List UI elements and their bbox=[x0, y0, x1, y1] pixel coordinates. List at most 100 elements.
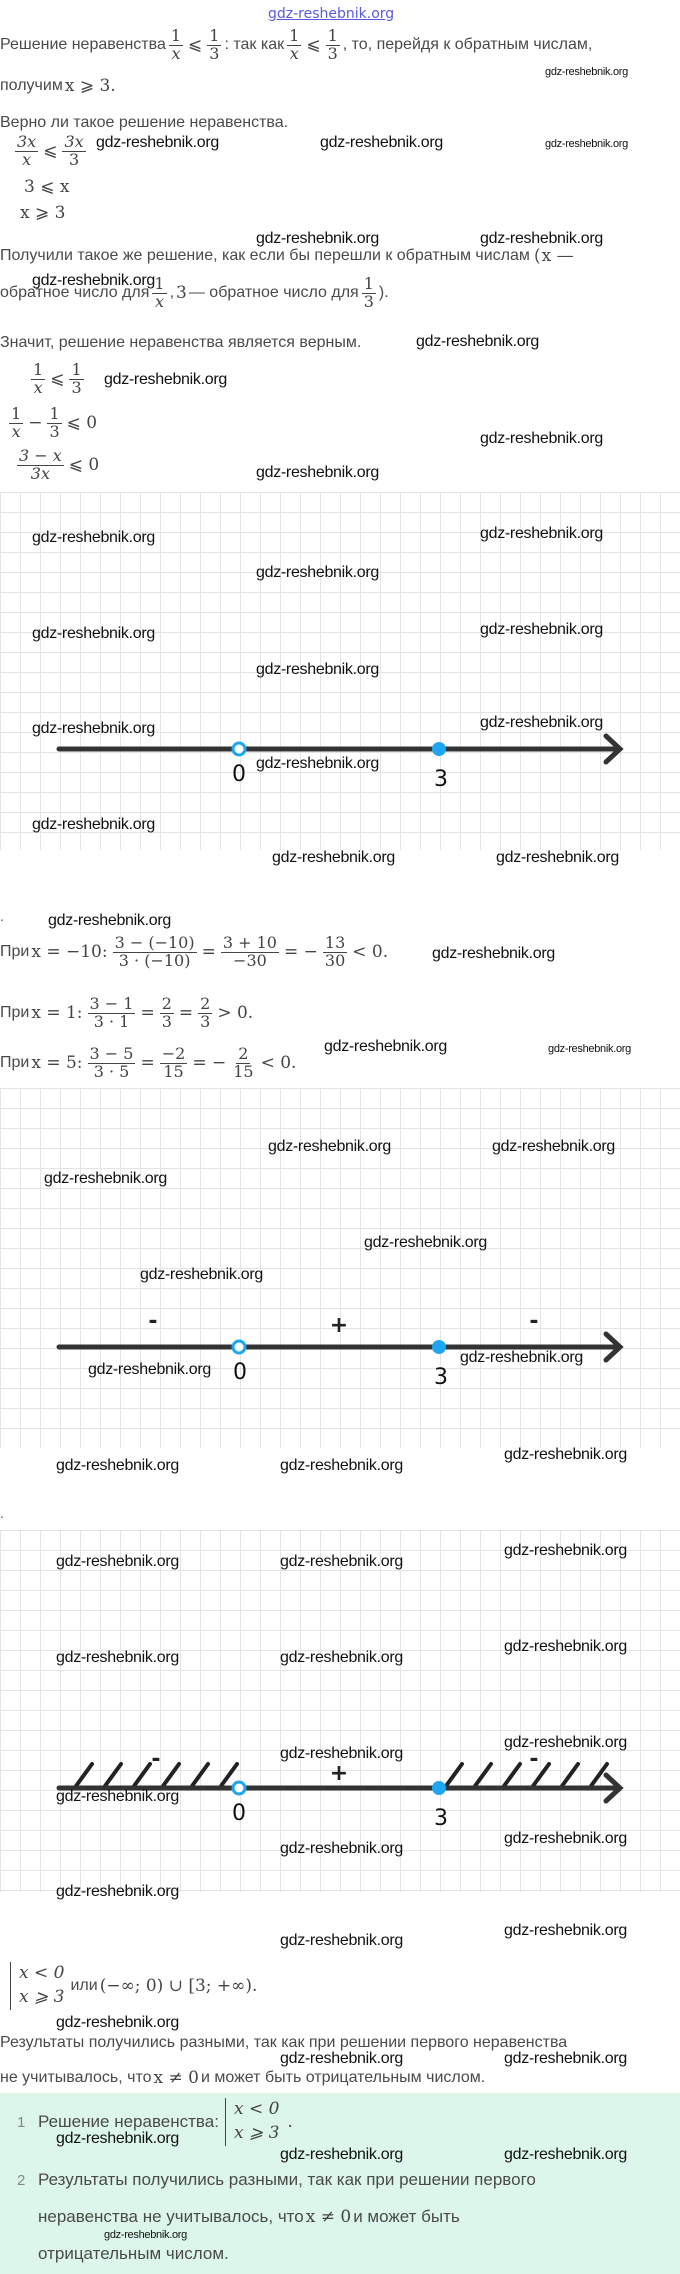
closed-point-3 bbox=[432, 742, 446, 756]
text-run: или bbox=[70, 1976, 98, 1994]
math-run: x = 5: bbox=[31, 1053, 83, 1074]
sign-plus-middle: + bbox=[330, 1313, 348, 1338]
numerator: 3 − 1 bbox=[87, 994, 136, 1014]
watermark: gdz-reshebnik.org bbox=[364, 1234, 487, 1251]
watermark: gdz-reshebnik.org bbox=[56, 1457, 179, 1474]
math-run: ⩽ bbox=[43, 141, 58, 162]
denominator: 3 bbox=[71, 377, 82, 397]
math-run: = bbox=[140, 1053, 155, 1074]
watermark: gdz-reshebnik.org bbox=[256, 564, 379, 581]
watermark: gdz-reshebnik.org bbox=[56, 1649, 179, 1666]
watermark: gdz-reshebnik.org bbox=[280, 1932, 403, 1949]
denominator: x bbox=[33, 377, 43, 397]
site-logo-watermark[interactable]: gdz-reshebnik.org bbox=[268, 6, 395, 22]
summary-item-number: 1 bbox=[17, 2114, 26, 2131]
text-run: При bbox=[0, 1004, 30, 1022]
watermark: gdz-reshebnik.org bbox=[104, 371, 227, 388]
watermark: gdz-reshebnik.org bbox=[480, 525, 603, 542]
text-run: отрицательным числом. bbox=[38, 2244, 229, 2263]
hatch-stroke bbox=[219, 1762, 239, 1788]
math-run: ⩽ 0 bbox=[66, 413, 98, 434]
watermark: gdz-reshebnik.org bbox=[320, 134, 443, 151]
watermark: gdz-reshebnik.org bbox=[280, 1457, 403, 1474]
closed-point-3 bbox=[432, 1781, 446, 1795]
watermark: gdz-reshebnik.org bbox=[32, 816, 155, 833]
closed-point-3 bbox=[432, 1340, 446, 1354]
case-x-geq-3: x ⩾ 3 bbox=[233, 2122, 280, 2143]
paragraph-question: Верно ли такое решение неравенства. bbox=[0, 114, 288, 132]
text-run: , то, перейдя к обратным числам, bbox=[342, 36, 593, 54]
point-label-0: 0 bbox=[232, 1801, 246, 1826]
numerator: 3 − x bbox=[17, 446, 64, 466]
text-run: — обратное число для bbox=[188, 284, 359, 302]
watermark: gdz-reshebnik.org bbox=[504, 1922, 627, 1939]
text-run: При bbox=[0, 1054, 30, 1072]
watermark: gdz-reshebnik.org bbox=[256, 755, 379, 772]
math-run: x — bbox=[541, 246, 574, 266]
case-x-less-0: x < 0 bbox=[19, 1963, 65, 1983]
watermark: gdz-reshebnik.org bbox=[480, 621, 603, 638]
math-run: < 0. bbox=[260, 1053, 297, 1074]
answer-system: x < 0 x ⩾ 3 или (−∞; 0) ∪ [3; +∞). bbox=[4, 1962, 259, 2010]
summary-item-2-line2: неравенства не учитывалось, что x ≠ 0 и … bbox=[38, 2207, 460, 2227]
text-run: При bbox=[0, 943, 30, 961]
denominator: 30 bbox=[324, 950, 346, 970]
math-run: ⩽ bbox=[188, 35, 203, 56]
watermark: gdz-reshebnik.org bbox=[280, 2146, 403, 2163]
point-label-3: 3 bbox=[434, 1806, 448, 1831]
arrow-head-icon bbox=[603, 1331, 624, 1363]
open-point-0 bbox=[231, 1339, 247, 1355]
watermark: gdz-reshebnik.org bbox=[88, 1361, 211, 1378]
watermark: gdz-reshebnik.org bbox=[504, 2050, 627, 2067]
explanation-line2: не учитывалось, что x ≠ 0 и может быть о… bbox=[0, 2068, 485, 2088]
watermark: gdz-reshebnik.org bbox=[56, 1788, 179, 1805]
number-line-figure-3: - + - 0 3 bbox=[0, 1530, 680, 1892]
explanation-line1: Результаты получились разными, так как п… bbox=[0, 2034, 567, 2052]
text-run: неравенства не учитывалось, что bbox=[38, 2207, 304, 2226]
denominator: 3 bbox=[161, 1011, 172, 1031]
numerator: −2 bbox=[159, 1044, 188, 1064]
text-run: , bbox=[169, 284, 175, 302]
numerator: 1 bbox=[361, 274, 376, 294]
math-run: − bbox=[28, 413, 43, 434]
watermark: gdz-reshebnik.org bbox=[56, 2014, 179, 2031]
math-run: x ≠ 0 bbox=[153, 2068, 199, 2088]
denominator: 3 bbox=[68, 149, 80, 169]
math-run: 3 bbox=[176, 283, 187, 304]
denominator: 15 bbox=[233, 1061, 254, 1081]
fraction: 3 − (−10)3 · (−10) bbox=[112, 934, 197, 970]
math-run: = bbox=[178, 1003, 194, 1024]
text-run: Получили такое же решение, как если бы п… bbox=[0, 247, 540, 264]
open-point-0 bbox=[231, 741, 247, 757]
watermark: gdz-reshebnik.org bbox=[280, 1745, 403, 1762]
denominator: x bbox=[11, 421, 21, 441]
watermark: gdz-reshebnik.org bbox=[496, 849, 619, 866]
hatch-stroke bbox=[589, 1762, 609, 1788]
numerator: 2 bbox=[198, 994, 213, 1014]
denominator: 3 bbox=[327, 43, 338, 63]
numerator: 1 bbox=[69, 360, 84, 380]
watermark: gdz-reshebnik.org bbox=[256, 464, 379, 481]
fraction: 3 + 10−30 bbox=[220, 934, 279, 970]
summary-item-number: 2 bbox=[17, 2172, 26, 2189]
watermark: gdz-reshebnik.org bbox=[268, 1138, 391, 1155]
arrow-head-icon bbox=[603, 1772, 624, 1804]
summary-item-1-label: Решение неравенства: bbox=[38, 2111, 219, 2131]
text-run: Решение неравенства bbox=[0, 36, 166, 54]
text-run: получим bbox=[0, 77, 63, 94]
watermark: gdz-reshebnik.org bbox=[545, 138, 628, 150]
numerator: 1 bbox=[9, 404, 24, 424]
math-run: = bbox=[140, 1003, 155, 1024]
